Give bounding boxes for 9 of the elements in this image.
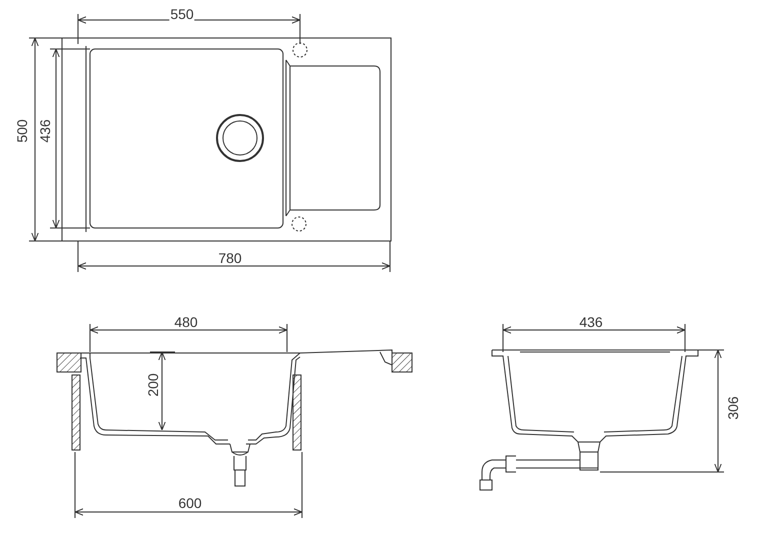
dimension-label: 780 (217, 251, 243, 265)
dimension-label: 500 (15, 118, 29, 144)
dimension-label: 600 (177, 496, 203, 510)
dimension-label: 550 (169, 7, 195, 21)
dimension-label: 306 (726, 395, 740, 421)
dimension-label: 480 (173, 315, 199, 329)
dimension-label: 200 (146, 372, 160, 398)
dimension-label: 436 (38, 118, 52, 144)
dimension-label: 436 (578, 315, 604, 329)
